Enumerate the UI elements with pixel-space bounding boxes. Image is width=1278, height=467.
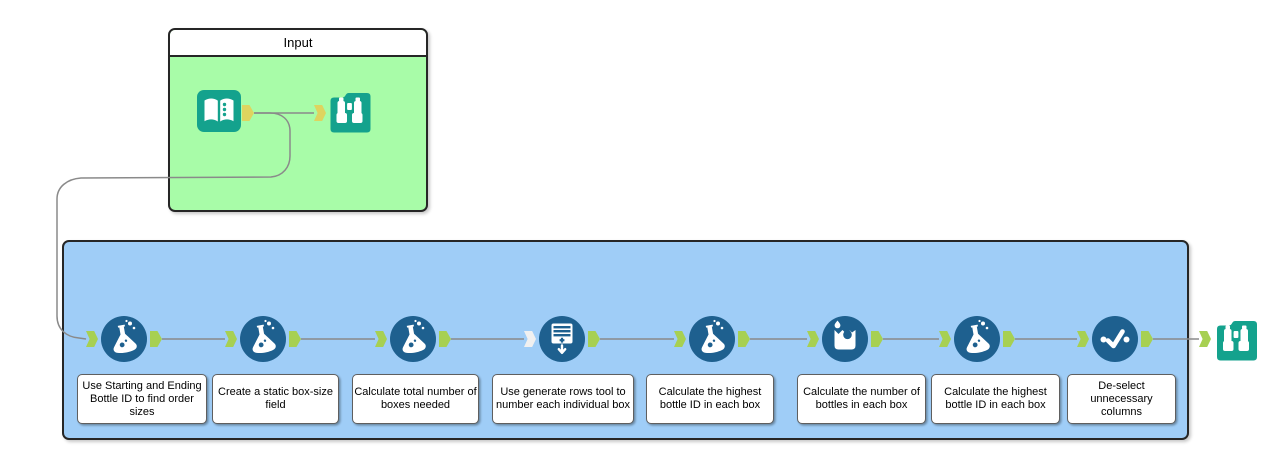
tool-formula-2[interactable] <box>239 315 287 363</box>
caption-generate-rows[interactable]: Use generate rows tool to number each in… <box>492 374 634 424</box>
browse-binoculars-icon <box>328 89 373 133</box>
multi-row-formula-input-anchor[interactable] <box>807 331 819 347</box>
formula-flask-icon <box>688 315 736 363</box>
formula-flask-icon <box>239 315 287 363</box>
caption-select[interactable]: De-select unnecessary columns <box>1067 374 1176 424</box>
tool-select[interactable] <box>1091 315 1139 363</box>
caption-formula-4[interactable]: Calculate the highest bottle ID in each … <box>646 374 774 424</box>
browse-right-input-anchor[interactable] <box>1199 331 1211 347</box>
formula-1-input-anchor[interactable] <box>86 331 98 347</box>
select-output-anchor[interactable] <box>1141 331 1153 347</box>
input-data-book-icon <box>196 89 242 133</box>
tool-input-data[interactable] <box>196 89 242 133</box>
caption-formula-3[interactable]: Calculate total number of boxes needed <box>352 374 479 424</box>
browse-top-input-anchor[interactable] <box>314 105 326 121</box>
formula-4-input-anchor[interactable] <box>674 331 686 347</box>
formula-3-input-anchor[interactable] <box>375 331 387 347</box>
tool-browse-top[interactable] <box>328 89 373 133</box>
browse-binoculars-icon <box>1215 317 1259 361</box>
multi-row-formula-output-anchor[interactable] <box>871 331 883 347</box>
formula-2-output-anchor[interactable] <box>289 331 301 347</box>
input-data-output-anchor[interactable] <box>242 105 254 121</box>
formula-2-input-anchor[interactable] <box>225 331 237 347</box>
formula-flask-icon <box>953 315 1001 363</box>
caption-formula-5[interactable]: Calculate the highest bottle ID in each … <box>931 374 1060 424</box>
formula-flask-icon <box>100 315 148 363</box>
generate-rows-icon <box>538 315 586 363</box>
tool-formula-5[interactable] <box>953 315 1001 363</box>
caption-multi-row-formula[interactable]: Calculate the number of bottles in each … <box>797 374 926 424</box>
select-checkmark-icon <box>1091 315 1139 363</box>
formula-1-output-anchor[interactable] <box>150 331 162 347</box>
generate-rows-input-anchor[interactable] <box>524 331 536 347</box>
caption-formula-2[interactable]: Create a static box-size field <box>212 374 339 424</box>
caption-formula-1[interactable]: Use Starting and Ending Bottle ID to fin… <box>77 374 207 424</box>
container-input-label: Input <box>283 35 313 50</box>
tool-browse-right[interactable] <box>1215 317 1259 361</box>
tool-multi-row-formula[interactable] <box>821 315 869 363</box>
formula-3-output-anchor[interactable] <box>439 331 451 347</box>
tool-formula-4[interactable] <box>688 315 736 363</box>
tool-formula-3[interactable] <box>389 315 437 363</box>
multi-row-formula-drops-icon <box>821 315 869 363</box>
select-input-anchor[interactable] <box>1077 331 1089 347</box>
container-input-header[interactable]: Input <box>170 30 426 57</box>
formula-4-output-anchor[interactable] <box>738 331 750 347</box>
generate-rows-output-anchor[interactable] <box>588 331 600 347</box>
formula-flask-icon <box>389 315 437 363</box>
tool-generate-rows[interactable] <box>538 315 586 363</box>
formula-5-input-anchor[interactable] <box>939 331 951 347</box>
formula-5-output-anchor[interactable] <box>1003 331 1015 347</box>
tool-formula-1[interactable] <box>100 315 148 363</box>
